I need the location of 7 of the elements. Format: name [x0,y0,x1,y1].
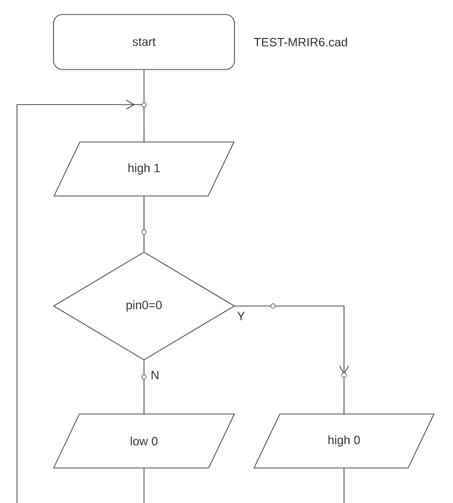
connector [16,100,144,503]
terminal-box: start [53,14,235,70]
connector [234,306,349,414]
file-name: TEST-MRIR6.cad [254,38,347,46]
edge-label: Y [237,312,245,320]
edge-label: N [152,370,158,380]
io-parallelogram: low 0 [53,414,235,468]
